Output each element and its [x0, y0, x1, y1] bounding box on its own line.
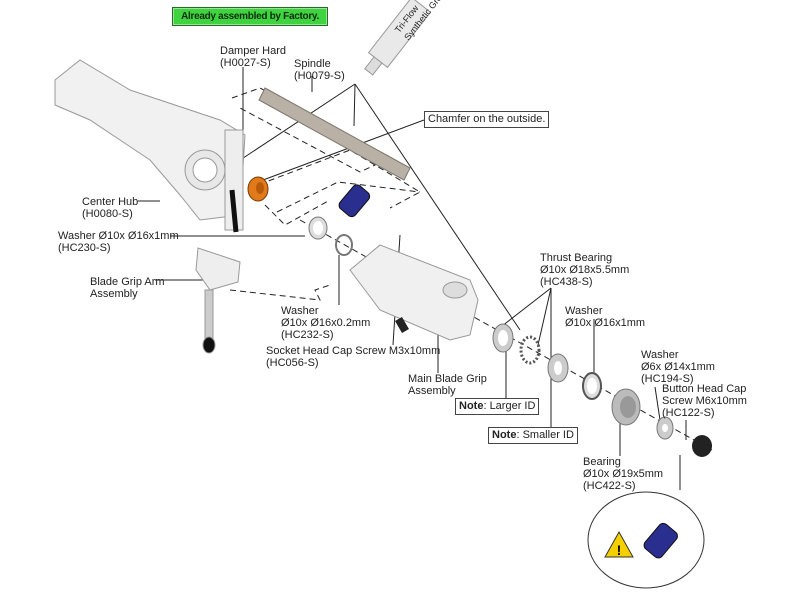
- guide-dashed: [229, 284, 331, 301]
- factory-assembled-banner: Already assembled by Factory.: [172, 7, 328, 26]
- spindle: [258, 87, 411, 181]
- label-socket-screw: Socket Head Cap Screw M3x10mm(HC056-S): [266, 345, 441, 369]
- label-damper: Damper Hard(H0027-S): [220, 45, 287, 69]
- blade-grip-arm-link: [229, 189, 239, 233]
- blade-grip-arm: [195, 247, 241, 354]
- grease-tube-icon: [364, 0, 432, 76]
- washer-hc232: [335, 234, 353, 256]
- guide-dashed: [276, 181, 421, 213]
- socket-screw: [395, 316, 409, 334]
- label-spindle: Spindle(H0079-S): [294, 58, 345, 82]
- note-larger-id: Note: Larger ID: [455, 398, 540, 415]
- guide-dashed: [264, 199, 331, 226]
- guide-dashed: [231, 87, 392, 173]
- threadlock-warning: [587, 491, 705, 589]
- label-center-hub: Center Hub(H0080-S): [82, 196, 139, 220]
- threadlock-bottle-icon: [338, 184, 371, 218]
- thrust-cage: [519, 335, 541, 365]
- guide-dashed: [249, 149, 422, 209]
- threadlock-bottle-icon: [643, 522, 678, 559]
- callout-chamfer: Chamfer on the outside.: [424, 111, 550, 128]
- warning-icon: !: [604, 530, 634, 558]
- center-hub: [54, 59, 246, 231]
- svg-text:!: !: [617, 542, 622, 558]
- button-screw: [692, 435, 712, 457]
- note-smaller-id: Note: Smaller ID: [488, 427, 578, 444]
- label-washer-hc230: Washer Ø10x Ø16x1mm(HC230-S): [58, 230, 179, 254]
- main-blade-grip: [349, 244, 479, 341]
